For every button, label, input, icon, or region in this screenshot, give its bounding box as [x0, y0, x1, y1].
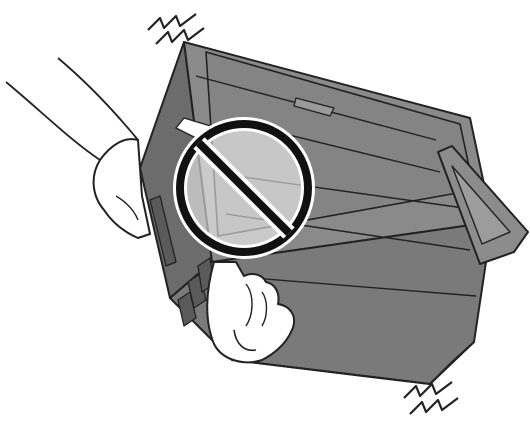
prohibited-icon: [180, 124, 308, 252]
shake-icon: [148, 14, 204, 44]
hand-back: [94, 139, 150, 238]
shake-icon: [404, 382, 458, 414]
